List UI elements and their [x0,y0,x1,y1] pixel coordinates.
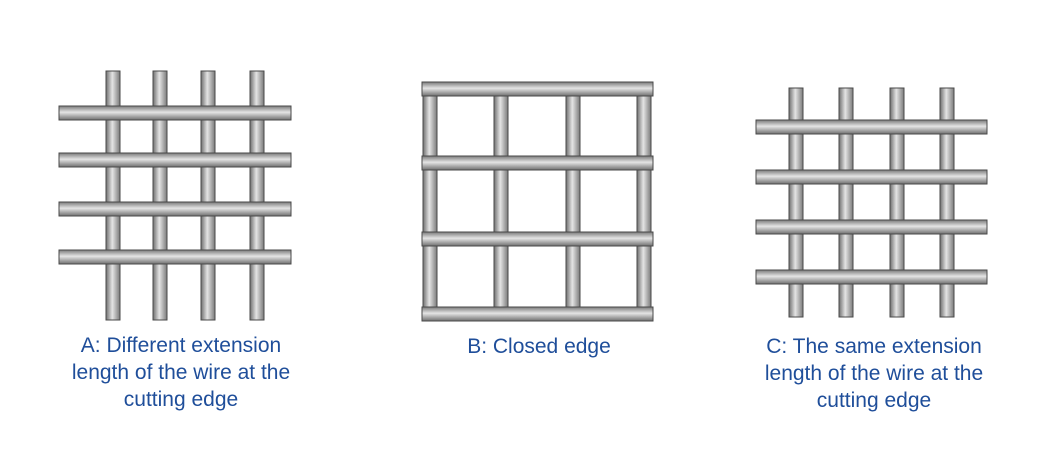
vertical-wire-c-4 [939,87,955,318]
horizontal-wire-a-1 [58,105,292,121]
horizontal-wire-c-1 [755,119,988,135]
horizontal-wire-a-2 [58,152,292,168]
horizontal-wire-b-2 [421,155,654,171]
horizontal-wire-a-4 [58,249,292,265]
horizontal-wire-b-3 [421,231,654,247]
vertical-wire-c-1 [788,87,804,318]
caption-panel-c: C: The same extension length of the wire… [714,333,1034,414]
caption-a-line-1: A: Different extension [80,334,282,357]
vertical-wire-b-4 [636,83,652,321]
caption-a-line-3: cutting edge [123,388,239,411]
caption-panel-b: B: Closed edge [379,333,699,360]
horizontal-wire-b-4 [421,306,654,322]
caption-a-line-2: length of the wire at the [71,361,291,384]
vertical-wire-b-1 [422,83,438,321]
vertical-wire-b-3 [565,83,581,321]
caption-panel-a: A: Different extension length of the wir… [21,332,341,413]
horizontal-wire-c-4 [755,269,988,285]
horizontal-wire-c-3 [755,219,988,235]
vertical-wire-b-2 [493,83,509,321]
caption-c-line-2: length of the wire at the [764,362,984,385]
horizontal-wire-b-1 [421,81,654,97]
mesh-panel-c [755,87,988,318]
vertical-wire-c-2 [838,87,854,318]
horizontal-wire-a-3 [58,201,292,217]
vertical-wire-c-3 [889,87,905,318]
mesh-panel-b [421,81,654,322]
caption-c-line-1: C: The same extension [766,335,982,358]
caption-b-line-1: B: Closed edge [467,335,611,358]
mesh-panel-a [58,70,292,321]
caption-c-line-3: cutting edge [816,389,932,412]
horizontal-wire-c-2 [755,169,988,185]
